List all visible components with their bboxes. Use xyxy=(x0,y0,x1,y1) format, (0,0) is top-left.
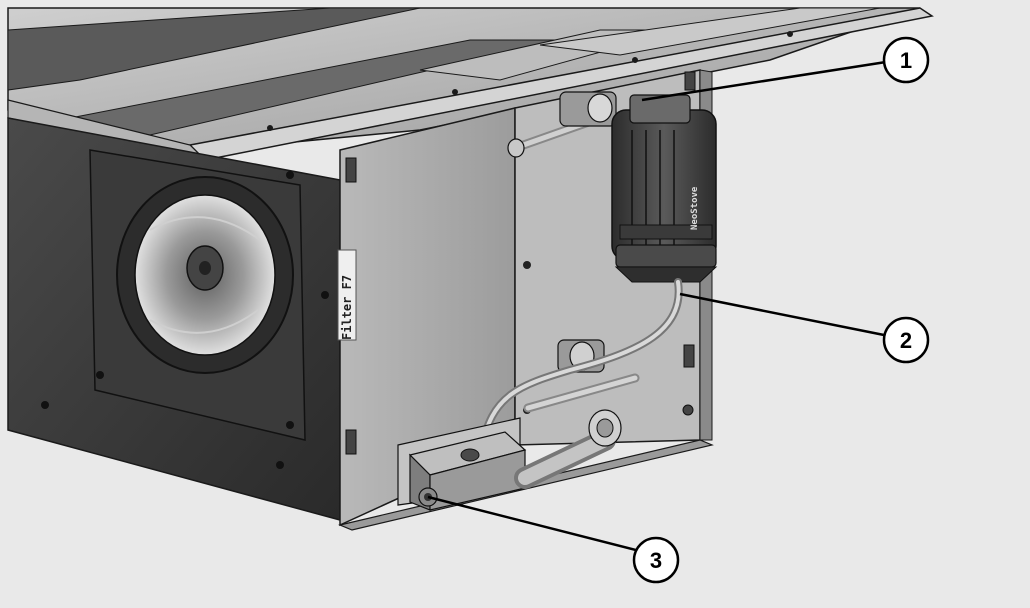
callout-2: 2 xyxy=(882,316,930,364)
filter-label-plate xyxy=(337,249,357,341)
callout-leaders xyxy=(427,60,887,552)
leader-line-3 xyxy=(427,495,637,552)
callout-circle xyxy=(882,36,930,84)
callout-circle xyxy=(882,316,930,364)
callout-3: 3 xyxy=(632,536,680,584)
callout-1: 1 xyxy=(882,36,930,84)
pump-label: NeoStove xyxy=(690,186,700,230)
leader-line-2 xyxy=(679,292,885,337)
top-plate xyxy=(7,7,934,162)
callout-circle xyxy=(632,536,680,584)
callout-number: 1 xyxy=(900,48,912,73)
filter-label: Filter F7 xyxy=(340,275,354,340)
callout-number: 3 xyxy=(650,548,662,573)
leader-line-1 xyxy=(641,60,887,102)
upper-fitting xyxy=(507,91,617,158)
drain-assembly xyxy=(338,409,714,531)
filter-panel: Filter F7 xyxy=(337,107,516,527)
front-face xyxy=(7,117,341,521)
condensate-pump: NeoStove xyxy=(611,94,718,283)
callout-number: 2 xyxy=(900,328,912,353)
